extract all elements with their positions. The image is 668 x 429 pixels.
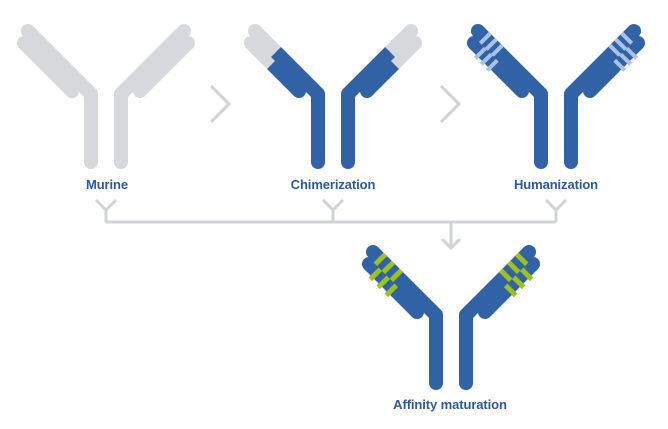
chevron-down-icon — [440, 237, 462, 251]
affinity-maturation-label: Affinity maturation — [393, 397, 507, 412]
murine-antibody-icon — [24, 31, 188, 162]
humanized-antibody-icon — [474, 31, 638, 162]
humanization-label: Humanization — [513, 177, 599, 192]
connector-bracket — [94, 198, 568, 248]
chevron-right-icon — [439, 84, 462, 124]
chimeric-antibody-icon — [251, 31, 415, 169]
chimerization-label: Chimerization — [290, 177, 376, 192]
murine-label: Murine — [85, 177, 129, 192]
affinity-matured-antibody-icon — [369, 252, 533, 383]
chevron-right-icon — [209, 84, 232, 124]
